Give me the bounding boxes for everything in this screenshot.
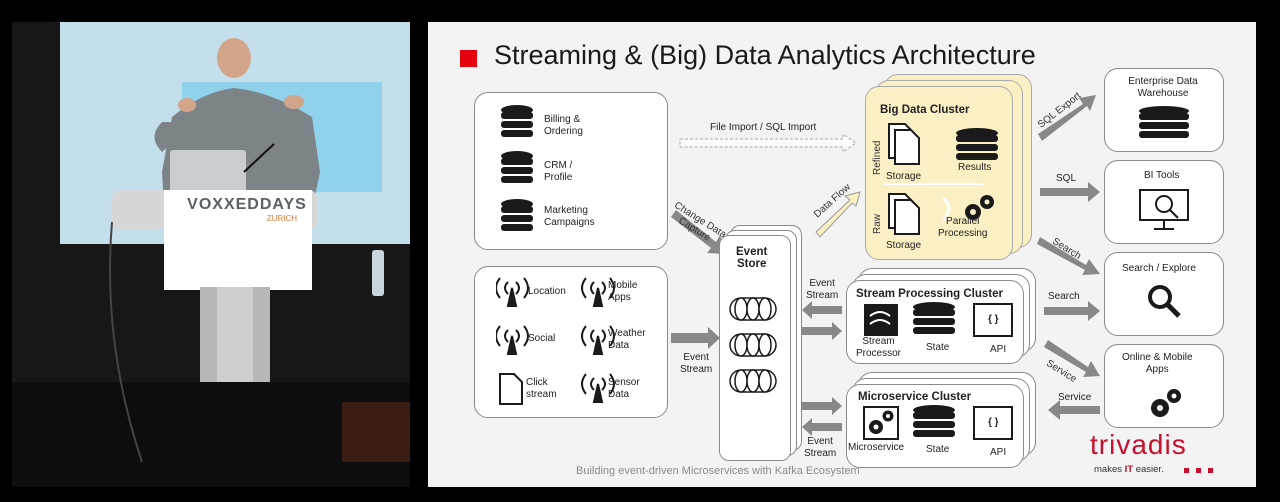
speaker-video-frame: VOXXEDDAYS ZURICH xyxy=(12,22,410,487)
gears-icon xyxy=(965,195,994,220)
edw-label: Enterprise Data Warehouse xyxy=(1128,76,1198,99)
speaker-scene xyxy=(12,22,410,487)
log-segment-icon xyxy=(729,369,777,393)
stream-api-label: API xyxy=(990,344,1007,355)
event-stream-label-spc: Event Stream xyxy=(806,278,839,301)
source-marketing: Marketing Campaigns xyxy=(544,205,595,228)
storage-raw-label: Storage xyxy=(886,240,922,251)
database-icon xyxy=(913,302,955,334)
online-mobile-apps-box xyxy=(1104,344,1224,428)
search-explore-box xyxy=(1104,252,1224,336)
bi-tools-label: BI Tools xyxy=(1144,170,1180,181)
database-icon xyxy=(501,151,533,183)
search-icon xyxy=(1148,285,1181,318)
stream-processor-icon xyxy=(864,304,898,336)
antenna-icon xyxy=(581,277,615,307)
results-label: Results xyxy=(958,162,992,173)
source-mobile-apps: Mobile Apps xyxy=(608,280,638,303)
event-store-title: Event Store xyxy=(736,246,768,270)
raw-label: Raw xyxy=(872,213,883,234)
slide-footer: Building event-driven Microservices with… xyxy=(576,465,860,477)
source-sensor-data: Sensor Data xyxy=(608,377,640,400)
brand-dots xyxy=(1184,468,1213,473)
database-icon xyxy=(913,405,955,437)
spc-arrow-right xyxy=(802,322,842,340)
presentation-slide: Streaming & (Big) Data Analytics Archite… xyxy=(428,22,1256,487)
stream-processor-label: Stream Processor xyxy=(856,336,902,359)
source-social: Social xyxy=(528,333,556,344)
microservice-icon xyxy=(863,406,899,440)
stream-api-glyph: { } xyxy=(988,314,999,325)
online-mobile-apps-label: Online & Mobile Apps xyxy=(1122,352,1193,375)
sql-arrow xyxy=(1040,182,1100,202)
log-segment-icon xyxy=(729,333,777,357)
source-crm: CRM / Profile xyxy=(544,160,573,183)
trivadis-tagline: makes IT easier. xyxy=(1094,464,1164,475)
sensor-icons xyxy=(496,277,615,405)
database-icon xyxy=(1139,106,1189,138)
gears-icon xyxy=(1151,389,1181,417)
database-icon xyxy=(501,199,533,231)
search-label-2: Search xyxy=(1048,291,1080,302)
source-location: Location xyxy=(528,286,566,297)
log-icons xyxy=(729,297,777,393)
search-arrow-1 xyxy=(1037,237,1100,275)
file-import-arrow xyxy=(679,133,857,153)
micro-cluster-icons xyxy=(863,405,1013,440)
file-import-label: File Import / SQL Import xyxy=(710,122,817,133)
database-icon xyxy=(501,105,533,137)
cdc-arrow xyxy=(671,210,725,254)
conference-logo: VOXXEDDAYS ZURICH xyxy=(187,196,307,223)
antenna-icon xyxy=(496,325,529,355)
ms-arrow-right xyxy=(802,397,842,415)
source-billing: Billing & Ordering xyxy=(544,114,583,137)
event-stream-arrow-in xyxy=(671,327,720,349)
dashboard-icon xyxy=(1139,189,1189,230)
search-explore-label: Search / Explore xyxy=(1122,263,1196,274)
log-segment-icon xyxy=(729,297,777,321)
big-data-cluster-title: Big Data Cluster xyxy=(880,104,970,116)
database-icon xyxy=(956,128,998,160)
api-icon xyxy=(973,303,1013,337)
refined-label: Refined xyxy=(872,140,883,175)
api-icon xyxy=(973,406,1013,440)
antenna-icon xyxy=(496,277,529,307)
parallel-processing-label: Parallel Processing xyxy=(938,216,988,239)
big-data-cluster-box xyxy=(865,86,1013,260)
files-icon xyxy=(888,193,920,235)
source-clickstream: Click stream xyxy=(526,377,557,400)
storage-refined-label: Storage xyxy=(886,171,922,182)
slide-title: Streaming & (Big) Data Analytics Archite… xyxy=(494,40,1036,70)
diagram-arrows xyxy=(671,95,1100,436)
data-flow-arrow xyxy=(815,191,861,238)
micro-api-glyph: { } xyxy=(988,417,999,428)
event-stream-label-in: Event Stream xyxy=(680,352,713,375)
trivadis-logo: trivadis xyxy=(1090,429,1187,460)
micro-api-label: API xyxy=(990,447,1007,458)
big-data-icons xyxy=(883,123,998,235)
event-stream-label-ms: Event Stream xyxy=(804,436,837,459)
source-weather: Weather Data xyxy=(608,328,646,351)
service-label-2: Service xyxy=(1058,392,1092,403)
search-arrow-2 xyxy=(1044,301,1100,321)
files-icon xyxy=(888,123,920,165)
stream-cluster-title: Stream Processing Cluster xyxy=(856,288,1004,300)
sql-label: SQL xyxy=(1056,173,1077,184)
sql-export-arrow xyxy=(1038,95,1096,141)
spc-arrow-left xyxy=(802,301,842,319)
database-icons xyxy=(501,105,533,231)
ms-arrow-left xyxy=(802,418,842,436)
microservice-label: Microservice xyxy=(848,442,905,453)
antenna-icon xyxy=(581,373,615,403)
micro-state-label: State xyxy=(926,444,950,455)
document-icon xyxy=(499,373,523,405)
process-arrow xyxy=(941,196,951,222)
antenna-icon xyxy=(581,325,615,355)
service-arrow-2 xyxy=(1048,400,1100,420)
micro-cluster-title: Microservice Cluster xyxy=(858,391,972,403)
stream-cluster-icons xyxy=(864,302,1013,337)
title-bullet-icon xyxy=(460,50,477,67)
service-arrow-1 xyxy=(1044,340,1100,377)
stream-state-label: State xyxy=(926,342,950,353)
